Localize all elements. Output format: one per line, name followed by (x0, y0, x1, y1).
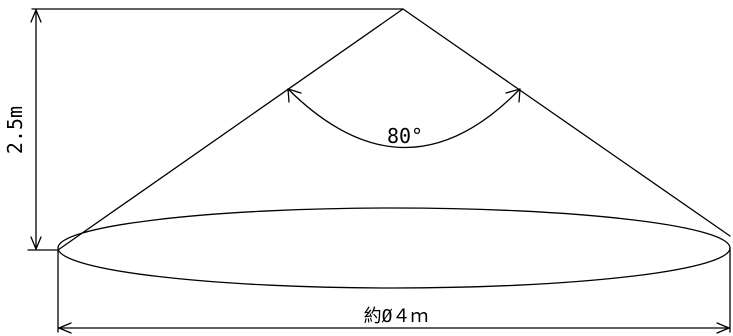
cone-right-edge (402, 8, 731, 237)
angle-arrow-right (505, 88, 521, 103)
cone-left-edge (57, 8, 404, 251)
diameter-label: 約Ø４ｍ (364, 306, 429, 327)
angle-label: 80° (387, 124, 423, 148)
height-label: 2.5m (3, 106, 27, 154)
height-arrow-bottom (30, 236, 42, 250)
angle-arc (287, 88, 521, 149)
angle-arrow-left (287, 88, 302, 103)
diameter-arrow-right (716, 322, 730, 334)
height-arrow-top (30, 9, 42, 23)
diameter-arrow-left (58, 322, 72, 334)
cone-base-ellipse (57, 207, 731, 289)
